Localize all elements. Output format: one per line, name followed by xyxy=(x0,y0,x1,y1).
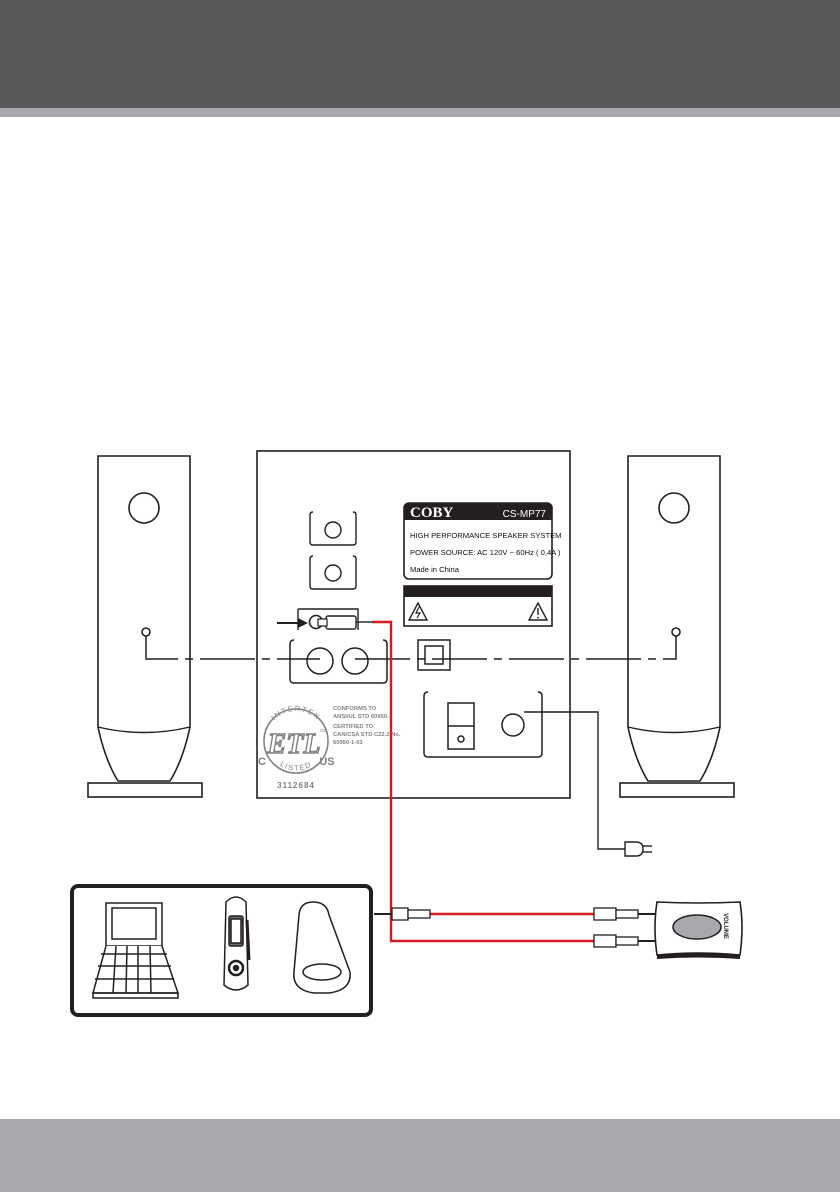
model-number: CS-MP77 xyxy=(503,509,547,520)
plug-upper-icon xyxy=(594,935,616,947)
power-plug-icon xyxy=(625,842,643,856)
etl-mark-right-text: US xyxy=(319,756,334,768)
volume-pod: VOLUME xyxy=(655,902,742,959)
right-speaker-neck-line xyxy=(628,727,720,733)
right-speaker-base xyxy=(620,783,734,797)
etl-mark-center: ETL xyxy=(267,729,321,760)
left-speaker-driver-icon xyxy=(129,493,159,523)
right-speaker-jack-icon xyxy=(672,628,680,636)
left-speaker-neck-line xyxy=(98,727,190,733)
plug-left-icon xyxy=(392,908,408,920)
mp3-player-icon xyxy=(224,897,249,990)
left-speaker-base xyxy=(88,783,202,797)
conforms-standard: ANSI/UL STD 60950-1 xyxy=(333,714,393,720)
right-speaker-driver-icon xyxy=(659,493,689,523)
plug-lower-icon xyxy=(594,908,616,920)
conforms-title: CONFORMS TO xyxy=(333,706,377,712)
left-speaker-jack-icon xyxy=(142,628,150,636)
etl-mark-small-text: CM xyxy=(320,728,327,733)
product-label: COBY CS-MP77 HIGH PERFORMANCE SPEAKER SY… xyxy=(404,503,561,579)
volume-pod-label: VOLUME xyxy=(722,913,728,939)
warning-label xyxy=(404,586,552,626)
etl-mark-left-text: C xyxy=(258,756,266,768)
warning-label-header xyxy=(404,586,552,597)
certified-title: CERTIFIED TO xyxy=(333,724,374,730)
certified-standard-2: 60950-1-03 xyxy=(333,740,363,746)
audio-sources-box xyxy=(72,886,371,1015)
label-line-2: POWER SOURCE: AC 120V ~ 60Hz ( 0,4A ) xyxy=(410,548,561,557)
plug-body-icon xyxy=(326,616,356,629)
volume-knob-icon xyxy=(673,915,721,939)
label-line-1: HIGH PERFORMANCE SPEAKER SYSTEM xyxy=(410,531,561,540)
certification-number: 3112684 xyxy=(277,781,315,790)
right-speaker xyxy=(620,456,734,797)
left-speaker xyxy=(88,456,202,797)
label-line-3: Made in China xyxy=(410,565,460,574)
brand-name: COBY xyxy=(410,505,454,521)
